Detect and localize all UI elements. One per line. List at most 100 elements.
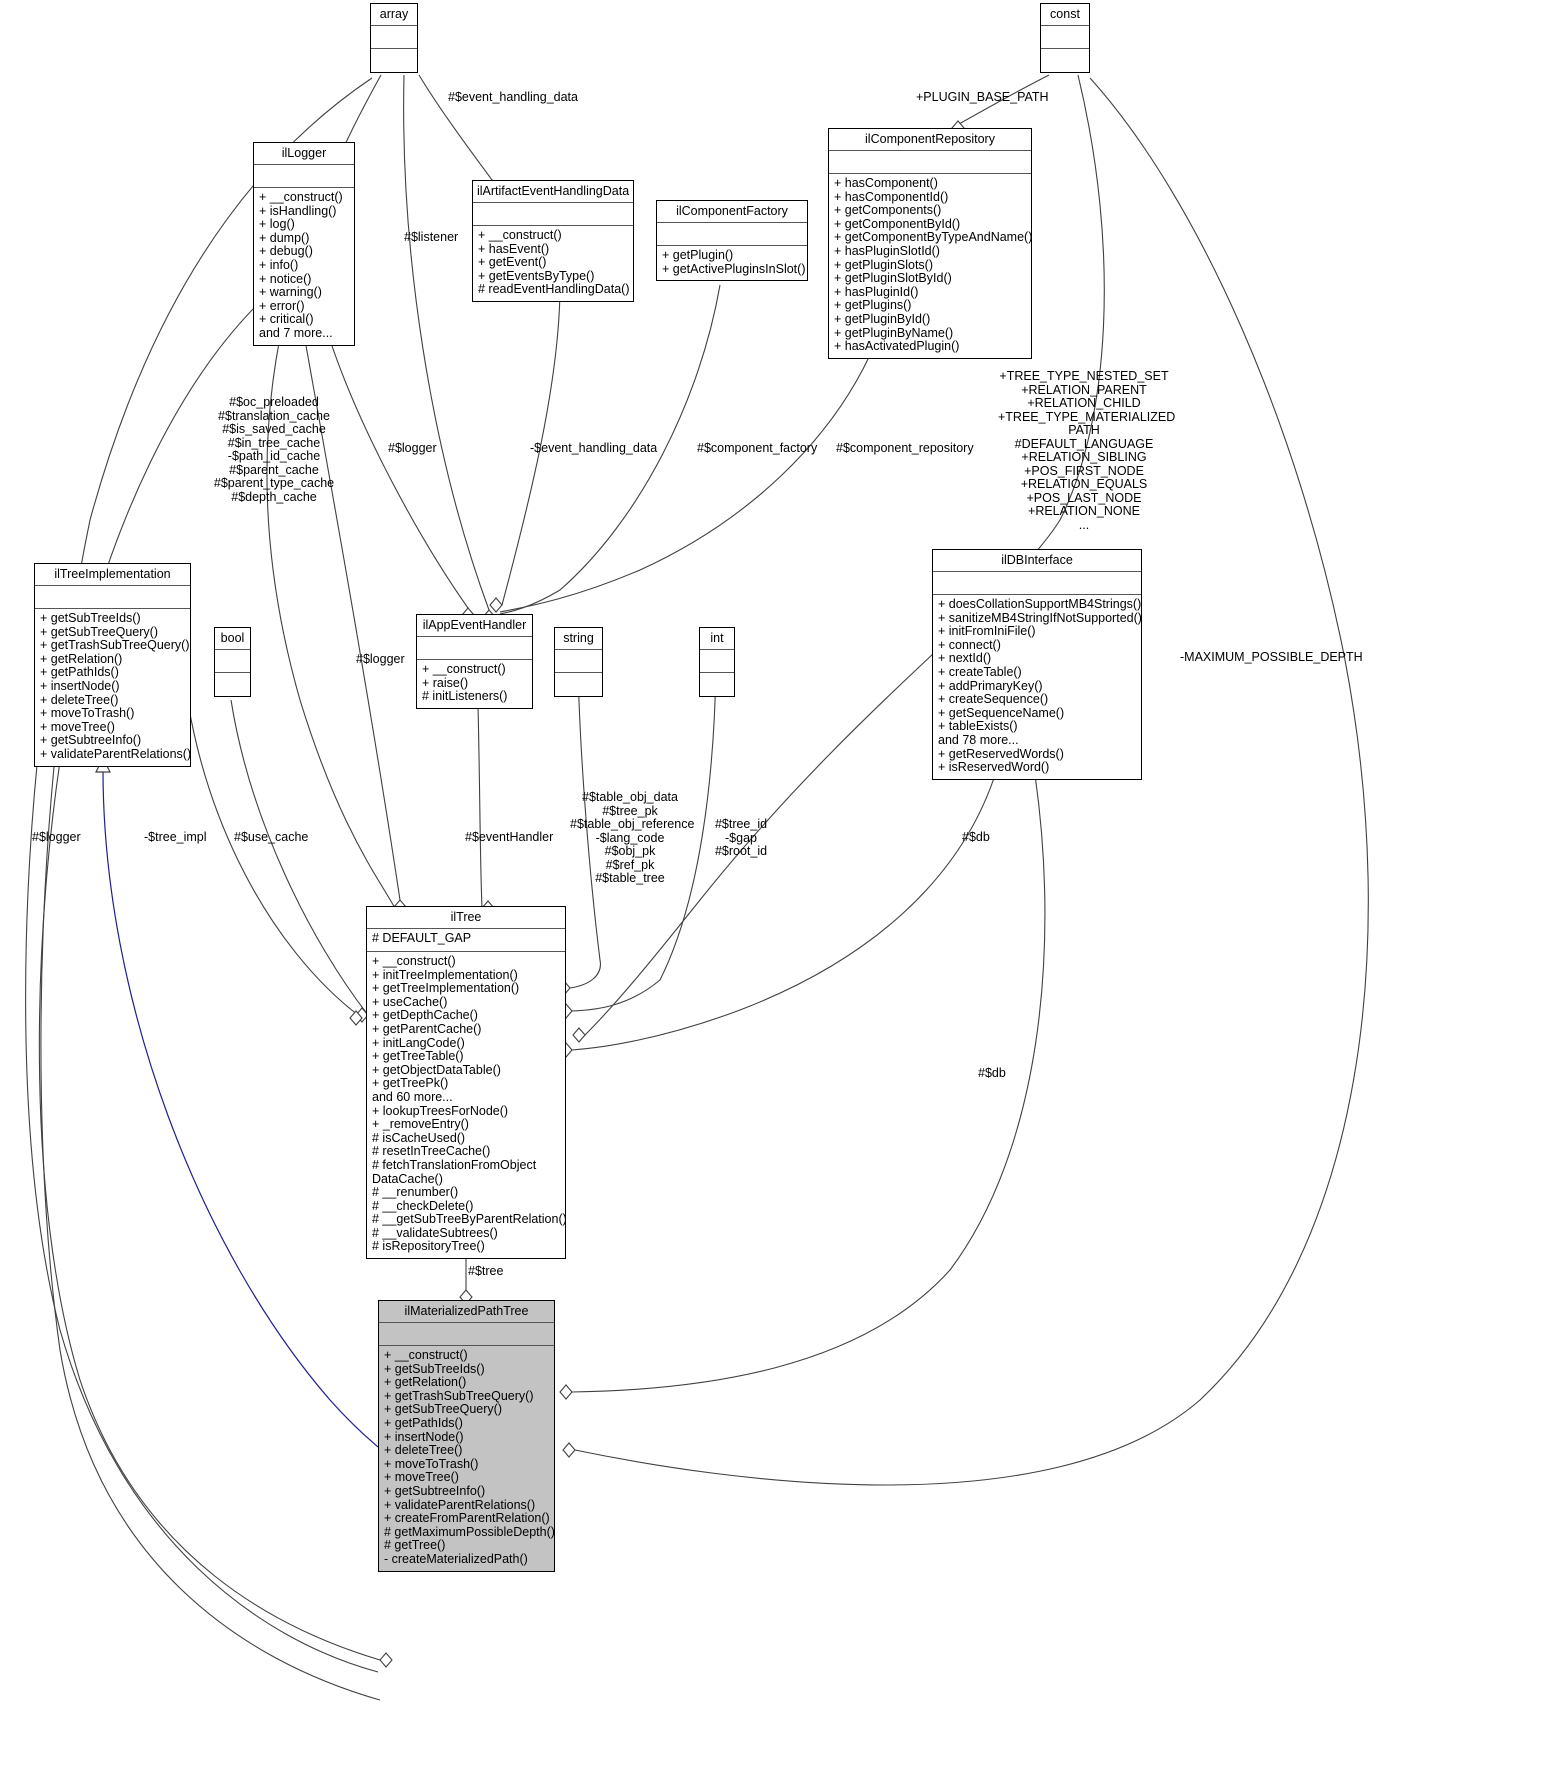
class-member-row: + moveToTrash() (40, 706, 135, 721)
class-operations: + doesCollationSupportMB4Strings()+ sani… (933, 595, 1142, 779)
class-member-row: + getEventsByType() (478, 268, 595, 283)
class-member-row: + initFromIniFile() (938, 624, 1036, 639)
class-member-row: + moveToTrash() (384, 1456, 479, 1471)
class-member-row: + getPlugin() (662, 248, 734, 262)
class-member-row: + notice() (259, 271, 312, 286)
class-attributes (254, 165, 354, 188)
class-node-ilcomponentfactory[interactable]: ilComponentFactory + getPlugin()+ getAct… (656, 200, 808, 282)
class-title: const (1041, 4, 1089, 26)
class-member-row: + warning() (259, 285, 322, 300)
class-attributes (657, 223, 807, 246)
class-node-int[interactable]: int (699, 627, 735, 697)
edge-label-logger-b: #$logger (356, 652, 405, 666)
class-node-array-top[interactable]: array (370, 3, 418, 73)
class-operations: + getSubTreeIds()+ getSubTreeQuery()+ ge… (35, 609, 192, 766)
class-member-row: + insertNode() (40, 678, 120, 693)
class-member-row: + getSubTreeQuery() (40, 624, 158, 639)
class-member-row: + debug() (259, 244, 313, 259)
class-attributes (215, 650, 250, 673)
class-node-iltreeimplementation[interactable]: ilTreeImplementation + getSubTreeIds()+ … (34, 563, 191, 767)
class-member-row: + getPluginSlotById() (834, 271, 952, 286)
class-node-const-top[interactable]: const (1040, 3, 1090, 73)
class-member-row: + hasPluginId() (834, 284, 919, 299)
class-member-row: + moveTree() (40, 719, 115, 734)
class-member-row: + lookupTreesForNode() (372, 1103, 509, 1118)
class-member-row: + hasComponent() (834, 176, 938, 190)
class-node-bool[interactable]: bool (214, 627, 251, 697)
class-operations: + __construct()+ getSubTreeIds()+ getRel… (379, 1346, 555, 1571)
class-member-row: + getTreePk() (372, 1076, 449, 1091)
class-node-ilartifacteventhandlingdata[interactable]: ilArtifactEventHandlingData + __construc… (472, 180, 634, 302)
class-node-iltree[interactable]: ilTree # DEFAULT_GAP + __construct()+ in… (366, 906, 567, 1260)
class-member-row: + getComponentById() (834, 216, 961, 231)
class-member-row: + getPluginById() (834, 311, 931, 326)
class-attributes (473, 203, 633, 226)
class-member-row: + hasPluginSlotId() (834, 243, 940, 258)
class-title: ilLogger (254, 143, 354, 165)
class-operations (555, 673, 602, 696)
class-member-row: # getTree() (384, 1538, 446, 1553)
class-member-row: - createMaterializedPath() (384, 1551, 528, 1566)
edge-label-tree-constants: +TREE_TYPE_NESTED_SET +RELATION_PARENT +… (998, 369, 1176, 532)
class-member-row: + tableExists() (938, 719, 1018, 734)
class-attributes (555, 650, 602, 673)
class-member-row: + initTreeImplementation() (372, 967, 518, 982)
class-member-row: + getTreeImplementation() (372, 981, 520, 996)
class-title: int (700, 628, 734, 650)
edge-label-tree-caches: #$oc_preloaded #$translation_cache #$is_… (213, 395, 335, 504)
class-attributes (829, 151, 1031, 174)
class-member-row: # getMaximumPossibleDepth() (384, 1524, 555, 1539)
class-operations: + __construct()+ raise()# initListeners(… (417, 660, 532, 708)
edge-label-plugin-base-path: +PLUGIN_BASE_PATH (916, 90, 1049, 104)
edge-label-component-factory: #$component_factory (697, 441, 818, 455)
class-member-row: + critical() (259, 312, 314, 327)
class-node-ilcomponentrepository[interactable]: ilComponentRepository + hasComponent()+ … (828, 128, 1032, 359)
class-attributes (35, 586, 190, 609)
class-member-row: and 7 more... (259, 325, 333, 340)
class-member-row: + hasComponentId() (834, 189, 949, 204)
class-member-row: + insertNode() (384, 1429, 464, 1444)
edge-label-table-obj-data: #$table_obj_data #$tree_pk #$table_obj_r… (570, 790, 695, 885)
class-attributes (417, 637, 532, 660)
class-operations (371, 49, 417, 72)
class-member-row: and 60 more... (372, 1089, 453, 1104)
edge-label-logger-c: #$logger (32, 830, 81, 844)
class-member-row: # __renumber() (372, 1185, 459, 1200)
class-attributes (933, 572, 1141, 595)
class-member-row: + deleteTree() (384, 1443, 463, 1458)
class-title: ilAppEventHandler (417, 615, 532, 637)
class-member-row: # isRepositoryTree() (372, 1239, 485, 1254)
class-member-row: + getSubTreeIds() (384, 1361, 485, 1376)
class-title: ilTreeImplementation (35, 564, 190, 586)
class-member-row: + isHandling() (259, 203, 337, 218)
edge-label-event-handler: #$eventHandler (465, 830, 554, 844)
class-node-string[interactable]: string (554, 627, 603, 697)
class-operations: + __construct()+ initTreeImplementation(… (367, 952, 567, 1258)
class-member-row: + validateParentRelations() (384, 1497, 536, 1512)
class-node-ildbinterface[interactable]: ilDBInterface + doesCollationSupportMB4S… (932, 549, 1142, 780)
edge-label-db-b: #$db (978, 1066, 1006, 1080)
class-node-illogger[interactable]: ilLogger + __construct()+ isHandling()+ … (253, 142, 355, 346)
class-member-row: + getTrashSubTreeQuery() (40, 638, 190, 653)
class-member-row: + createFromParentRelation() (384, 1511, 550, 1526)
class-attributes (700, 650, 734, 673)
edge-label-maximum-possible-depth: -MAXIMUM_POSSIBLE_DEPTH (1180, 650, 1363, 664)
class-attributes (371, 26, 417, 49)
class-member-row: + validateParentRelations() (40, 746, 192, 761)
class-member-row: + createSequence() (938, 692, 1049, 707)
class-member-row: + getPathIds() (384, 1415, 463, 1430)
class-operations (700, 673, 734, 696)
class-attributes (1041, 26, 1089, 49)
class-member-row: + getTreeTable() (372, 1049, 464, 1064)
class-operations (215, 673, 250, 696)
class-member-row: + connect() (938, 637, 1001, 652)
class-operations: + __construct()+ isHandling()+ log()+ du… (254, 188, 354, 345)
edge-label-component-repository: #$component_repository (836, 441, 974, 455)
edge-label-tree: #$tree (468, 1264, 504, 1278)
class-node-ilappeventhandler[interactable]: ilAppEventHandler + __construct()+ raise… (416, 614, 533, 709)
class-node-ilmaterializedpathtree[interactable]: ilMaterializedPathTree + __construct()+ … (378, 1300, 555, 1572)
class-operations: + __construct()+ hasEvent()+ getEvent()+… (473, 226, 633, 301)
class-title: ilTree (367, 907, 565, 929)
class-title: ilDBInterface (933, 550, 1141, 572)
